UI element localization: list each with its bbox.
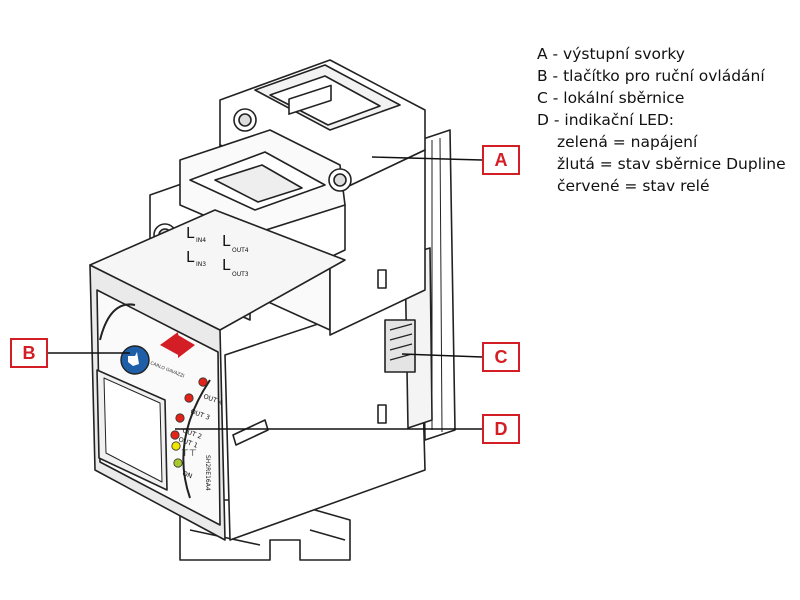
bus-symbol: ⊤⊤	[181, 449, 197, 459]
terminal-label-l-out3: L	[222, 256, 231, 274]
manual-button[interactable]	[120, 345, 150, 375]
legend-line-a: A - výstupní svorky	[537, 45, 685, 63]
led-out2	[175, 413, 185, 423]
leader-c	[401, 353, 483, 358]
terminal-label-l-in3: L	[186, 248, 195, 266]
callout-a: A	[482, 145, 520, 175]
terminal-label-out3: OUT3	[232, 271, 249, 278]
terminal-label-out4: OUT4	[232, 247, 249, 254]
legend-line-d: D - indikační LED:	[537, 111, 675, 129]
led-out3	[184, 393, 194, 403]
model-text: SH2RE16A4	[204, 455, 211, 491]
legend-led-red: červené = stav relé	[557, 177, 710, 195]
legend-led-green: zelená = napájení	[557, 133, 698, 151]
led-label-on: ON	[181, 469, 193, 480]
callout-b: B	[10, 338, 48, 368]
legend-led-yellow: žlutá = stav sběrnice Dupline	[557, 155, 786, 173]
terminal-label-in4: IN4	[196, 237, 206, 244]
led-on	[173, 458, 183, 468]
hand-icon	[128, 352, 139, 366]
led-bus	[171, 441, 181, 451]
terminal-label-l-out4: L	[222, 232, 231, 250]
bus-connector	[384, 319, 416, 373]
led-out4	[198, 377, 208, 387]
legend-line-c: C - lokální sběrnice	[537, 89, 685, 107]
callout-c: C	[482, 342, 520, 372]
legend: A - výstupní svorky B - tlačítko pro ruč…	[537, 43, 786, 197]
terminal-label-l-in4: L	[186, 224, 195, 242]
led-out1	[170, 430, 180, 440]
leader-a	[371, 156, 483, 161]
legend-line-b: B - tlačítko pro ruční ovládání	[537, 67, 765, 85]
terminal-label-in3: IN3	[196, 261, 206, 268]
callout-d: D	[482, 414, 520, 444]
